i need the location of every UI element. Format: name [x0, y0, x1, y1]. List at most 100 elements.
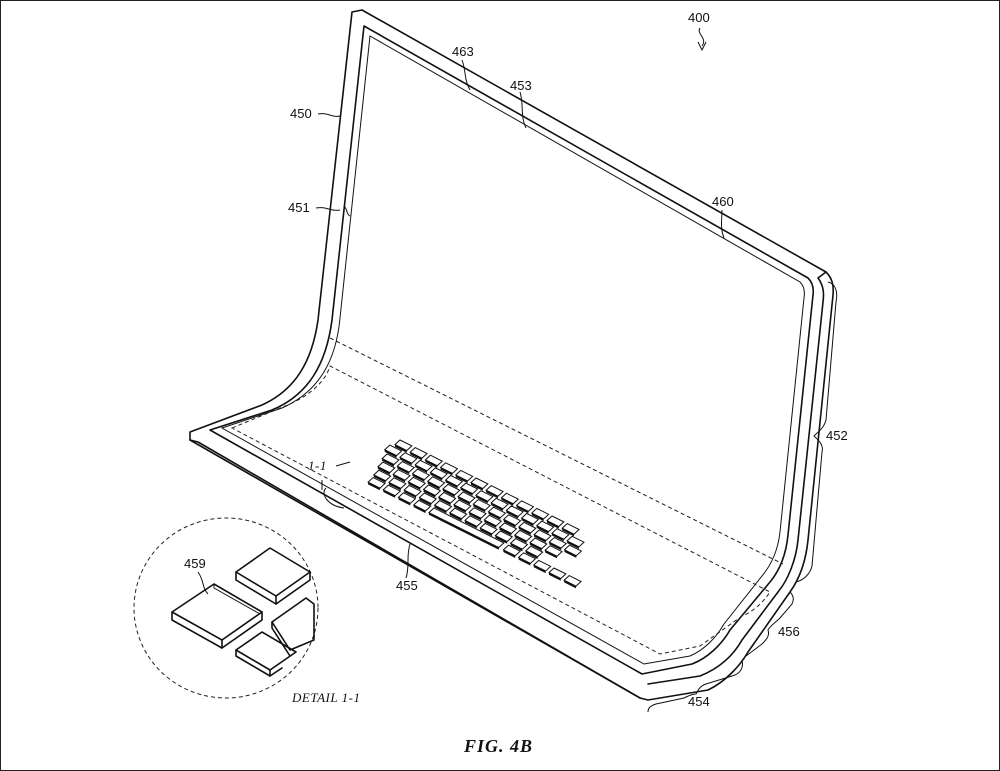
keyboard-key-edge: [393, 474, 405, 483]
keyboard-key-edge: [430, 472, 443, 481]
keyboard-key-edge: [428, 512, 499, 550]
section-arc: [323, 487, 345, 509]
keyboard-key-edge: [486, 490, 499, 499]
keyboard-key-edge: [425, 459, 438, 468]
bracket-452: [795, 281, 838, 583]
keyboard-key-edge: [480, 528, 493, 537]
keyboard-key-edge: [408, 481, 421, 491]
detail-caption: DETAIL 1-1: [291, 690, 360, 705]
figure-caption: FIG. 4B: [463, 736, 533, 756]
keyboard-key-edge: [531, 513, 544, 522]
detail-key-right: [221, 611, 263, 649]
leader-lines: [197, 27, 838, 713]
keyboard-key-edge: [377, 466, 390, 475]
label-454: 454: [688, 694, 710, 709]
keyboard-key-edge: [368, 482, 380, 491]
label-452: 452: [826, 428, 848, 443]
leader-451: [315, 205, 351, 217]
keyboard-key-edge: [516, 505, 529, 514]
label-400: 400: [688, 10, 710, 25]
keyboard-key-edge: [506, 510, 519, 519]
keyboard-key-edge: [404, 490, 417, 499]
section-marker: 1-1: [308, 458, 327, 473]
keyboard-key-edge: [464, 520, 477, 529]
keyboard-key-edge: [529, 542, 542, 551]
bracket-454: [647, 659, 743, 713]
arrow-400: [697, 41, 707, 52]
keyboard-key-edge: [453, 504, 466, 513]
keyboard-key-edge: [525, 550, 538, 559]
keyboard-key-edge: [488, 511, 501, 520]
keyboard-key-edge: [399, 457, 412, 466]
keyboard-key-edge: [438, 497, 451, 506]
label-456: 456: [778, 624, 800, 639]
keyboard-key-edge: [449, 512, 462, 521]
keyboard-key-edge: [458, 496, 470, 505]
keyboard-key-edge: [503, 519, 516, 528]
label-451: 451: [288, 200, 310, 215]
keyboard-key-edge: [445, 480, 458, 489]
lower-display-boundary: [329, 337, 784, 565]
keyboard-key-edge: [384, 449, 397, 458]
keyboard-key-edge: [440, 467, 453, 476]
keyboard-key-edge: [383, 489, 396, 498]
detail-key-front: [171, 611, 223, 649]
keyboard-key-edge: [469, 512, 481, 521]
detail-key-bevel: [213, 584, 261, 615]
keyboard-key-edge: [460, 487, 473, 496]
keyboard-key-edge: [518, 557, 531, 566]
base-dashed-regions: [230, 337, 784, 655]
keyboard-key-edge: [521, 518, 534, 527]
keyboard: [367, 439, 585, 589]
keyboard-key-edge: [423, 489, 436, 498]
label-453: 453: [510, 78, 532, 93]
label-455: 455: [396, 578, 418, 593]
keyboard-key-edge: [475, 495, 488, 504]
detail-neighbor-keys: [235, 547, 315, 677]
keyboard-key-edge: [536, 525, 549, 534]
keyboard-key-edge: [412, 473, 425, 482]
keyboard-key-edge: [567, 540, 579, 550]
keyboard-key-edge: [397, 466, 410, 475]
leader-450: [317, 113, 341, 117]
keyboard-key-edge: [549, 542, 562, 551]
detail-circle: [133, 517, 319, 699]
leader-400: [698, 27, 705, 47]
leader-455: [405, 543, 411, 579]
keyboard-key-edge: [514, 535, 527, 544]
enclosure-right-edge: [647, 271, 827, 685]
keyboard-key-edge: [546, 520, 559, 529]
detail-view: [133, 517, 319, 699]
keyboard-key-edge: [394, 444, 407, 453]
keyboard-key-edge: [470, 482, 483, 491]
keyboard-key-edge: [382, 458, 394, 467]
enclosure-front-face: [189, 439, 641, 699]
keyboard-key-edge: [548, 572, 561, 581]
keyboard-key-edge: [564, 580, 577, 589]
display-panel-edge: [220, 35, 805, 665]
label-450: 450: [290, 106, 312, 121]
keyboard-key-edge: [484, 519, 497, 529]
keyboard-key-edge: [499, 527, 512, 536]
keyboard-key-edge: [518, 526, 531, 536]
keyboard-key-edge: [503, 549, 516, 558]
label-463: 463: [452, 44, 474, 59]
keyboard-key-edge: [473, 504, 486, 513]
enclosure-outer-edge: [189, 9, 835, 701]
leader-459: [197, 571, 209, 595]
keyboard-key-edge: [562, 528, 575, 537]
leader-463: [461, 59, 471, 91]
keyboard-key-edge: [373, 474, 386, 483]
keyboard-key-edge: [551, 533, 564, 542]
keyboard-key-edge: [413, 504, 426, 514]
section-arrow-1: [321, 461, 351, 490]
detail-key: [171, 583, 263, 649]
keyboard-key-edge: [427, 481, 440, 490]
keyboard-key-edge: [495, 535, 508, 544]
device-enclosure: [189, 9, 835, 701]
keyboard-key-edge: [564, 549, 577, 558]
keyboard-key-edge: [410, 452, 423, 461]
keyboard-key-edge: [442, 488, 455, 498]
keyboard-key-edge: [501, 497, 514, 506]
